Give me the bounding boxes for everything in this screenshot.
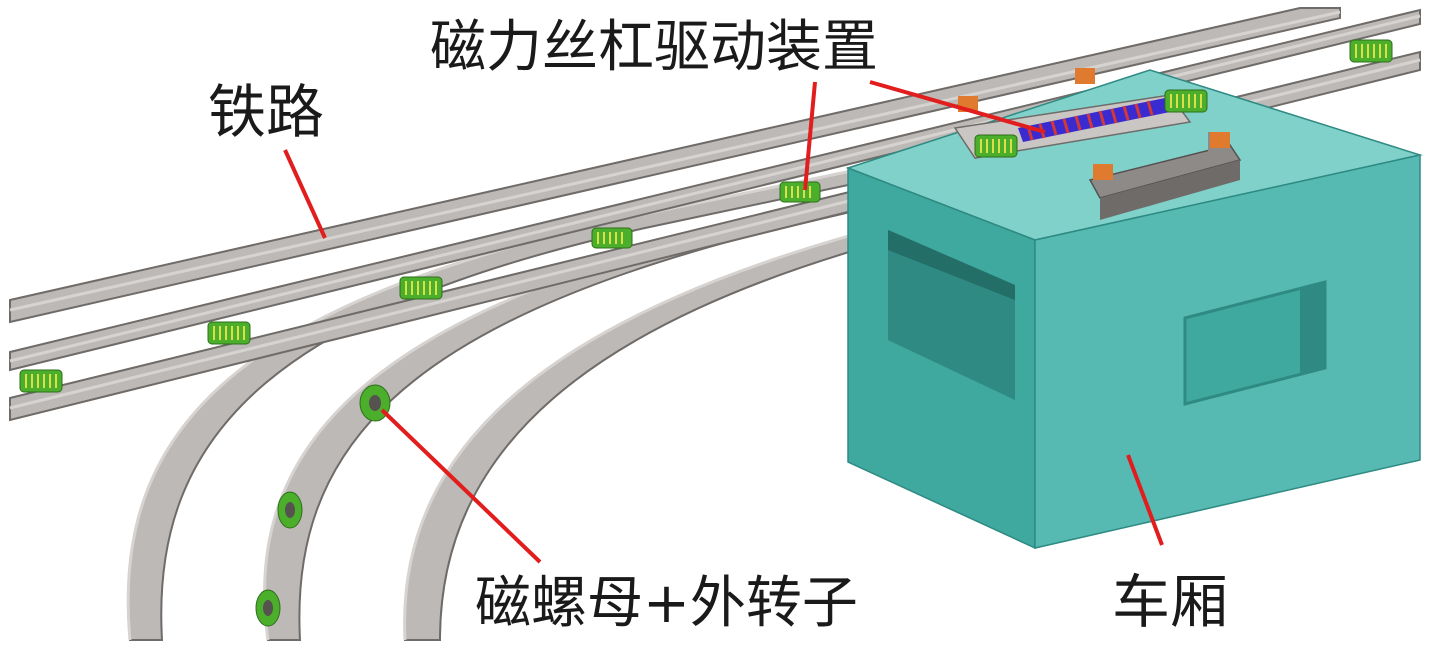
leader-line-drive-device [803,81,817,191]
leader-line-drive-device-2 [869,80,1046,134]
magnetic-nut-icon [399,276,443,300]
labels: 铁路 磁力丝杠驱动装置 磁螺母+外转子 车厢 [208,15,1228,636]
magnetic-screw-icon [1018,98,1170,142]
magnetic-nut-icon [255,589,281,627]
magnetic-nut-icon [779,181,821,203]
magnetic-nut-icon [1164,89,1208,113]
label-car-body: 车厢 [1112,568,1228,636]
magnetic-nut-icon [1349,39,1393,63]
leader-line-magnetic-nut [380,408,542,564]
label-railway: 铁路 [208,78,324,146]
label-magnetic-nut: 磁螺母+外转子 [475,571,858,636]
leader-line-railway [283,149,327,239]
leader-line-car-body [1126,454,1164,546]
label-drive-device: 磁力丝杠驱动装置 [430,15,878,80]
drive-device [953,68,1242,220]
magnetic-nut-icon [19,369,63,393]
car-body-icon [845,69,1423,550]
magnetic-nut-icon [207,321,251,345]
magnetic-nut-icon [974,134,1018,158]
magnetic-nut-icon [277,491,303,529]
leader-lines [283,80,1164,564]
magnetic-nut-icon [591,227,633,249]
magnetic-nuts [19,39,1393,627]
